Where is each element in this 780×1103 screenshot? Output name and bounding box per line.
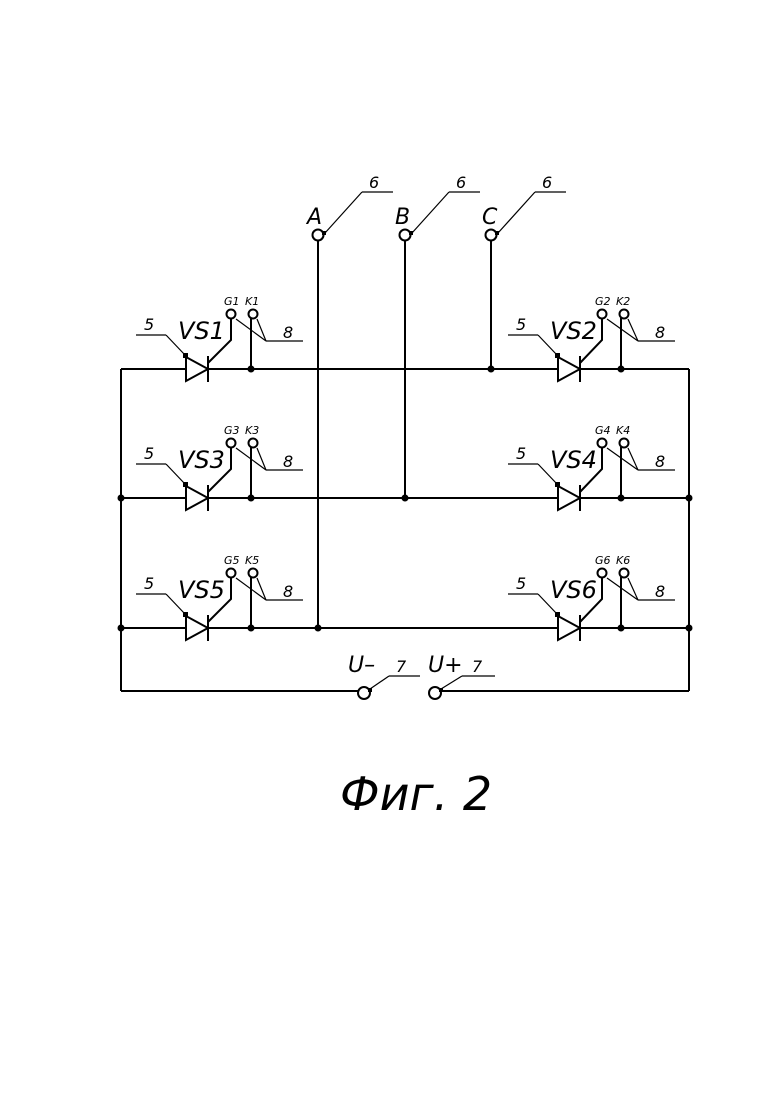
cathode-label-k3: K3 [245,424,259,437]
gate-label-g4: G4 [595,424,611,437]
thyristor-ref-vs1: 5 [144,315,154,334]
phase-label-c: C [482,205,498,230]
supply-terminal-minus: U– 7 [348,653,420,699]
phase-ref-a: 6 [369,173,379,192]
contacts-ref-vs3: 8 [283,452,293,471]
phase-terminal-a: A 6 [305,173,393,241]
supply-ref-plus: 7 [472,657,483,676]
thyristor-label-vs4: VS4 [550,446,597,474]
phase-ref-c: 6 [542,173,552,192]
phase-terminal-c: C 6 [482,173,566,241]
thyristor-ref-vs3: 5 [144,444,154,463]
contacts-ref-vs5: 8 [283,582,293,601]
contacts-ref-vs1: 8 [283,323,293,342]
supply-ref-minus: 7 [396,657,407,676]
thyristor-label-vs2: VS2 [550,317,597,345]
thyristor-label-vs3: VS3 [178,446,225,474]
gate-label-g1: G1 [224,295,240,308]
gate-label-g3: G3 [224,424,240,437]
supply-label-minus: U– [348,653,375,678]
thyristor-ref-vs4: 5 [516,444,526,463]
thyristor-ref-vs5: 5 [144,574,154,593]
thyristor-ref-vs6: 5 [516,574,526,593]
gate-label-g2: G2 [595,295,611,308]
supply-label-plus: U+ [428,653,463,678]
phase-ref-b: 6 [456,173,466,192]
thyristor-label-vs5: VS5 [178,576,225,604]
phase-terminal-b: B 6 [395,173,480,241]
contacts-ref-vs4: 8 [655,452,665,471]
supply-terminal-plus: U+ 7 [428,653,495,699]
thyristor-ref-vs2: 5 [516,315,526,334]
thyristor-label-vs6: VS6 [550,576,597,604]
contacts-ref-vs2: 8 [655,323,665,342]
cathode-label-k6: K6 [616,554,630,567]
cathode-label-k5: K5 [245,554,259,567]
phase-label-a: A [305,205,322,230]
cathode-label-k4: K4 [616,424,630,437]
phase-label-b: B [395,205,410,230]
cathode-label-k1: K1 [245,295,259,308]
figure-caption: Фиг. 2 [340,767,492,821]
gate-label-g5: G5 [224,554,240,567]
gate-label-g6: G6 [595,554,611,567]
contacts-ref-vs6: 8 [655,582,665,601]
thyristor-label-vs1: VS1 [178,317,225,345]
cathode-label-k2: K2 [616,295,630,308]
